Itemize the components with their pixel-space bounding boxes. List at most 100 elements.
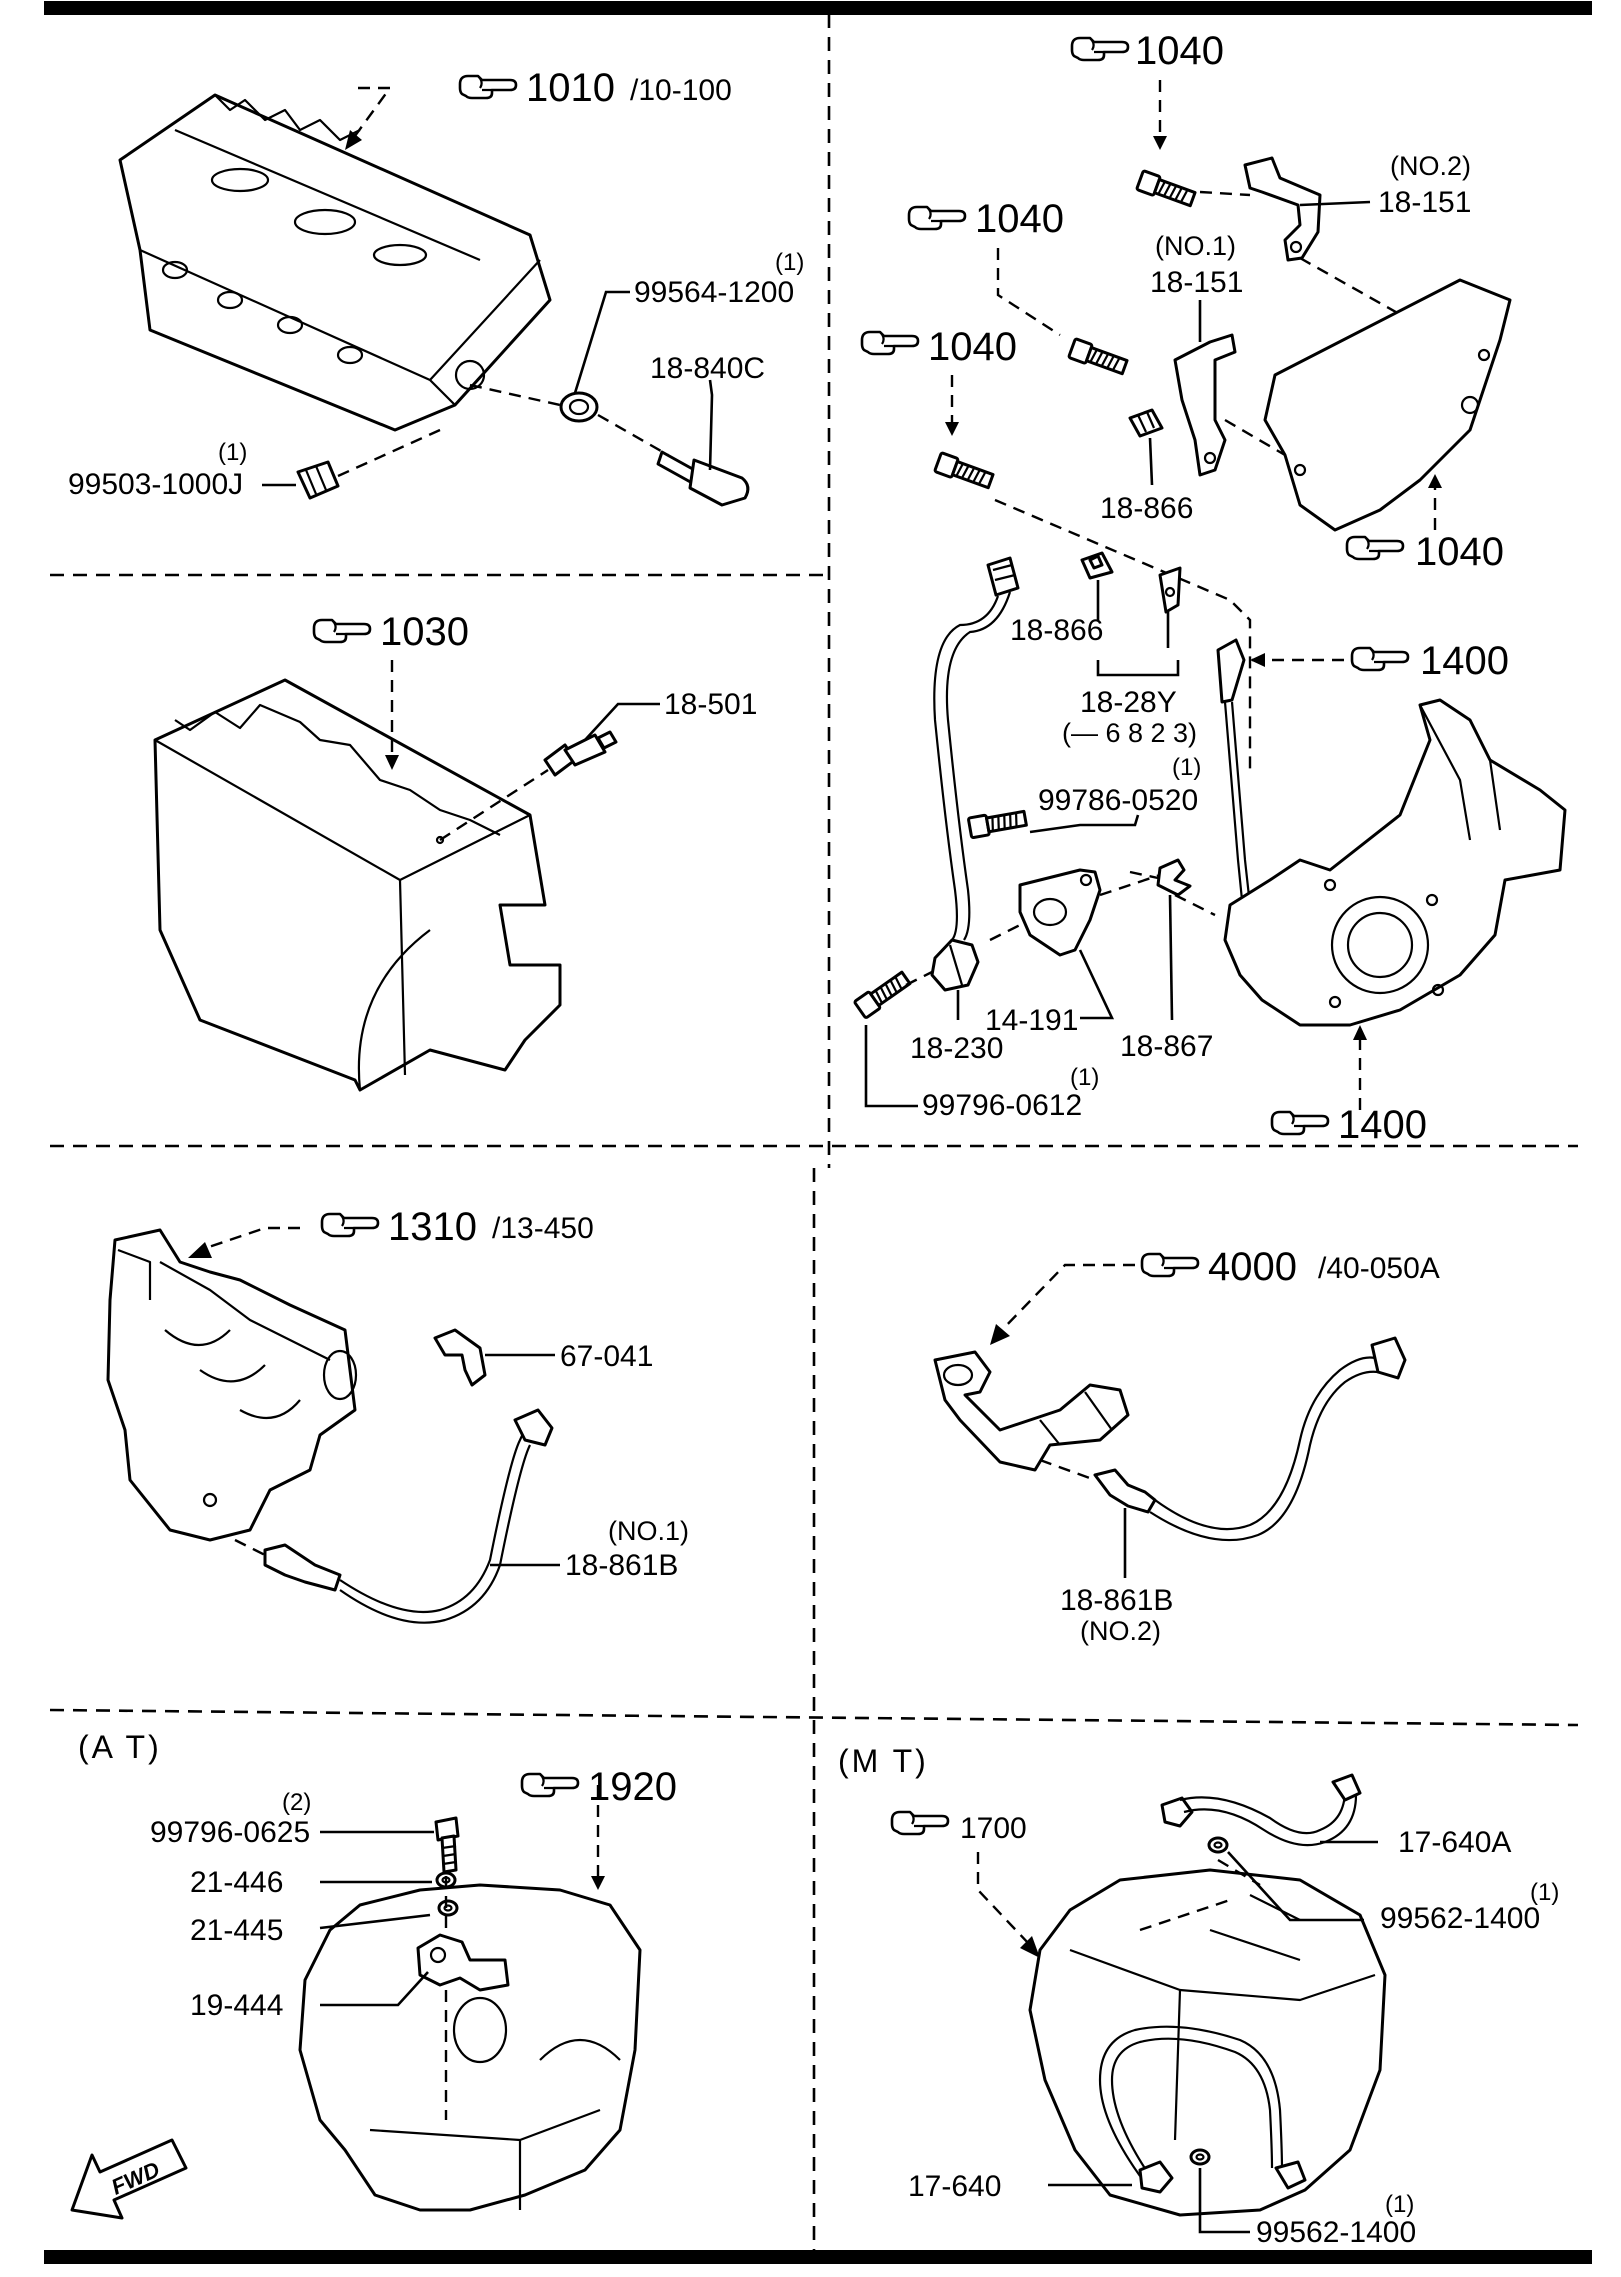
manual-transmission-illustration [1028, 1868, 1387, 2217]
cam-sensor-harness [933, 556, 1020, 941]
part-21-446: 21-446 [190, 1866, 283, 1899]
bolt-1040-mid [1067, 337, 1130, 379]
part-21-445: 21-445 [190, 1914, 283, 1947]
part-99564-1200: 99564-1200 [634, 276, 794, 309]
ref-1310: 1310 [388, 1205, 477, 1249]
bolt-99796-0612 [852, 968, 914, 1020]
part-18-866-upper: 18-866 [1100, 492, 1193, 525]
note-18-861b-no1: (NO.1) [608, 1516, 689, 1546]
bolt-1040-left [933, 451, 996, 493]
sensor-19-444 [416, 1933, 510, 1992]
pointing-hand-icon [1350, 646, 1410, 672]
part-18-840c: 18-840C [650, 352, 765, 385]
ref-1310-sub: /13-450 [492, 1212, 594, 1245]
part-99796-0625: 99796-0625 [150, 1816, 310, 1849]
bracket-18-151-no2 [1243, 156, 1322, 262]
cylinder-block-illustration [153, 678, 562, 1092]
part-18-866-lower: 18-866 [1010, 614, 1103, 647]
washer-21-445 [437, 1899, 459, 1917]
pointing-hand-icon [320, 1212, 380, 1238]
ref-1040-mid: 1040 [975, 197, 1064, 241]
qty-99786-0520: (1) [1172, 754, 1201, 781]
pointing-hand-icon [1070, 36, 1130, 62]
ref-1920: 1920 [588, 1765, 677, 1809]
clip-18-866-lower [1080, 551, 1114, 580]
cylinder-head-illustration [118, 93, 552, 432]
sensor-18-840c [656, 450, 750, 507]
part-18-867: 18-867 [1120, 1030, 1213, 1063]
bracket-18-151-no1 [1173, 333, 1237, 477]
ref-1400-lower: 1400 [1338, 1103, 1427, 1147]
part-99786-0520: 99786-0520 [1038, 784, 1198, 817]
note-18-28y: (— 6 8 2 3) [1062, 718, 1197, 748]
qty-99503-1000: (1) [218, 439, 247, 466]
washer-99562-1400-upper [1207, 1836, 1229, 1854]
part-19-444: 19-444 [190, 1989, 283, 2022]
part-18-151-no1: 18-151 [1150, 266, 1243, 299]
ref-1040-left: 1040 [928, 325, 1017, 369]
pointing-hand-icon [520, 1772, 580, 1798]
pointing-hand-icon [1345, 535, 1405, 561]
pointing-hand-icon [1270, 1110, 1330, 1136]
auto-transmission-illustration [298, 1883, 642, 2212]
plug-99503-1000 [296, 460, 340, 500]
plate-14-191 [1018, 868, 1102, 957]
ref-4000-sub: /40-050A [1318, 1252, 1440, 1285]
bolt-1040-top [1135, 169, 1198, 211]
vss-17-640 [1098, 2025, 1307, 2194]
part-99562-1400-upper: 99562-1400 [1380, 1902, 1540, 1935]
part-99796-0612: 99796-0612 [922, 1089, 1082, 1122]
pointing-hand-icon [890, 1810, 950, 1836]
gasket-99564-1200 [559, 391, 599, 423]
ref-1010-sub: /10-100 [630, 74, 732, 107]
clip-18-867 [1156, 858, 1192, 897]
o2-sensor-18-861b-no1 [263, 1408, 554, 1624]
part-18-861b-no1: 18-861B [565, 1549, 678, 1582]
fwd-arrow-icon: FWD [70, 2138, 188, 2220]
part-99562-1400-lower: 99562-1400 [1256, 2216, 1416, 2249]
note-18-861b-no2: (NO.2) [1080, 1616, 1161, 1646]
qty-99564-1200: (1) [775, 249, 804, 276]
ref-1040-top: 1040 [1135, 29, 1224, 73]
pointing-hand-icon [312, 618, 372, 644]
clip-18-866-upper [1128, 408, 1164, 438]
note-18-151-no2: (NO.2) [1390, 151, 1471, 181]
section-mt-label: (M T) [838, 1743, 929, 1779]
qty-99562-1400-upper: (1) [1530, 1879, 1559, 1906]
clip-67-041 [433, 1328, 487, 1387]
intake-manifold-illustration [106, 1228, 358, 1542]
note-18-151-no1: (NO.1) [1155, 231, 1236, 261]
qty-99796-0612: (1) [1070, 1064, 1099, 1091]
part-18-151-no2: 18-151 [1378, 186, 1471, 219]
part-67-041: 67-041 [560, 1340, 653, 1373]
bolt-99796-0625 [434, 1816, 460, 1874]
pointing-hand-icon [1140, 1252, 1200, 1278]
bracket-18-28y [1158, 566, 1182, 614]
part-18-28y: 18-28Y [1080, 686, 1177, 719]
o2-sensor-18-861b-no2 [1093, 1336, 1407, 1542]
row-divider-3 [49, 1708, 1579, 1727]
ref-1010: 1010 [526, 66, 615, 110]
pointing-hand-icon [860, 330, 920, 356]
part-17-640: 17-640 [908, 2170, 1001, 2203]
part-18-861b-no2: 18-861B [1060, 1584, 1173, 1617]
pointing-hand-icon [907, 205, 967, 231]
timing-cover-illustration [1263, 278, 1512, 532]
section-at-label: (A T) [78, 1729, 162, 1765]
oil-pump-illustration [1223, 698, 1567, 1027]
vss-17-640a [1160, 1773, 1362, 1847]
part-18-230: 18-230 [910, 1032, 1003, 1065]
ref-1030: 1030 [380, 610, 469, 654]
part-14-191: 14-191 [985, 1004, 1078, 1037]
part-18-501: 18-501 [664, 688, 757, 721]
ref-1400-upper: 1400 [1420, 639, 1509, 683]
ref-1040-right: 1040 [1415, 530, 1504, 574]
sensor-18-230 [930, 938, 980, 992]
part-17-640a: 17-640A [1398, 1826, 1511, 1859]
exhaust-pipe-illustration [933, 1350, 1130, 1472]
ref-1700: 1700 [960, 1812, 1027, 1845]
qty-99562-1400-lower: (1) [1385, 2191, 1414, 2218]
sensor-18-501 [543, 730, 618, 777]
part-99503-1000: 99503-1000J [68, 468, 243, 501]
